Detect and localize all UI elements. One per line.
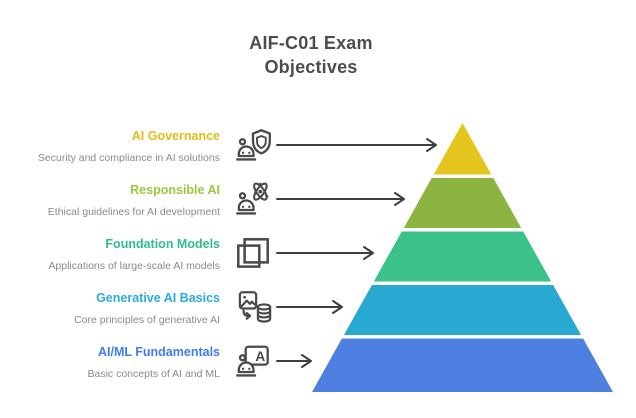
- desc-ai-governance: Security and compliance in AI solutions: [37, 151, 220, 164]
- arrow-responsible-ai: [276, 192, 405, 206]
- robot-shield-icon: [229, 125, 276, 167]
- row-generative-ai-basics: Generative AI Basics Core principles of …: [0, 281, 276, 335]
- pyramid-segment-responsible-ai: [403, 178, 522, 228]
- pyramid-segment-foundation-models: [373, 231, 552, 282]
- row-aiml-fundamentals: AI/ML Fundamentals Basic concepts of AI …: [0, 335, 276, 389]
- label-aiml-fundamentals: AI/ML Fundamentals: [97, 344, 220, 359]
- image-to-database-icon: [229, 287, 276, 329]
- desc-foundation-models: Applications of large-scale AI models: [48, 259, 220, 272]
- arrow-aiml-fundamentals: [276, 354, 312, 368]
- label-foundation-models: Foundation Models: [105, 236, 220, 251]
- arrow-generative-ai-basics: [276, 300, 343, 314]
- row-foundation-models: Foundation Models Applications of large-…: [0, 227, 276, 281]
- label-generative-ai-basics: Generative AI Basics: [96, 290, 220, 305]
- row-ai-governance: AI Governance Security and compliance in…: [0, 119, 276, 173]
- arrow-foundation-models: [276, 246, 374, 260]
- arrow-ai-governance: [276, 138, 437, 152]
- connector-arrows: [276, 138, 437, 368]
- overlapping-squares-icon: [229, 233, 276, 275]
- desc-generative-ai-basics: Core principles of generative AI: [74, 313, 220, 326]
- objective-rows: AI Governance Security and compliance in…: [0, 119, 276, 389]
- row-responsible-ai: Responsible AI Ethical guidelines for AI…: [0, 173, 276, 227]
- page-title: AIF-C01 Exam Objectives: [249, 33, 373, 77]
- robot-board-icon: A: [229, 341, 276, 383]
- svg-text:A: A: [255, 349, 265, 364]
- pyramid-segment-generative-ai-basics: [343, 285, 582, 335]
- robot-atom-icon: [229, 179, 276, 221]
- pyramid: [312, 123, 613, 392]
- label-ai-governance: AI Governance: [131, 128, 220, 143]
- desc-aiml-fundamentals: Basic concepts of AI and ML: [87, 367, 221, 380]
- pyramid-segment-ai-governance: [433, 123, 492, 175]
- label-responsible-ai: Responsible AI: [130, 182, 220, 197]
- pyramid-segment-aiml-fundamentals: [312, 338, 613, 392]
- desc-responsible-ai: Ethical guidelines for AI development: [47, 205, 220, 218]
